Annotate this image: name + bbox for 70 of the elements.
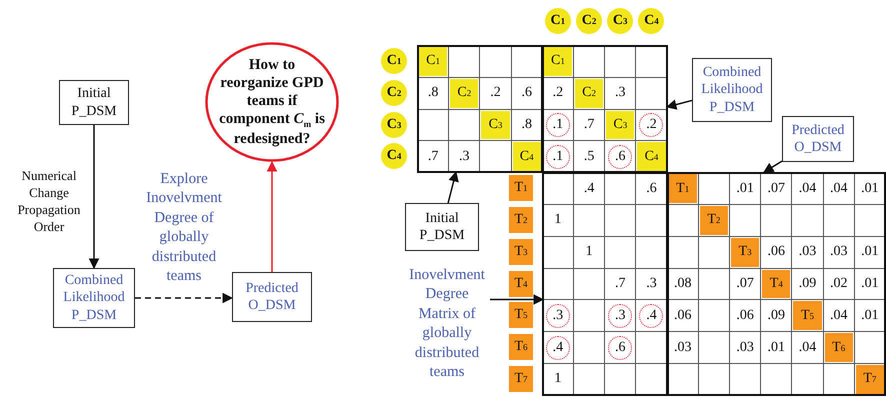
matrix-value: .02 xyxy=(830,276,848,292)
circled-value: .3 xyxy=(608,304,632,328)
matrix-value: .3 xyxy=(646,276,657,292)
callout-box: Predicted O_DSM xyxy=(782,116,854,162)
matrix-value: .09 xyxy=(798,276,816,292)
matrix-value: .03 xyxy=(830,244,848,260)
matrix-value: .04 xyxy=(798,340,816,356)
matrix-value: .07 xyxy=(768,180,786,197)
circled-value: .1 xyxy=(546,112,570,137)
matrix-value: 1 xyxy=(554,212,562,228)
circled-value: .4 xyxy=(546,336,570,360)
edge-label: Explore Inovelvment Degree of globally distributed teams xyxy=(145,172,223,284)
callout-box: Combined Likelihood P_DSM xyxy=(692,58,772,122)
matrix-value: .08 xyxy=(674,276,692,292)
circled-value: .2 xyxy=(639,112,664,137)
matrix-block xyxy=(417,45,543,174)
edge-label: Numerical Change Propagation Order xyxy=(16,167,82,236)
matrix-value: .01 xyxy=(768,340,786,356)
matrix-value: .01 xyxy=(736,180,754,197)
matrix-value: .7 xyxy=(428,148,438,165)
matrix-value: .06 xyxy=(736,308,754,324)
circled-value: .4 xyxy=(639,304,664,328)
matrix-value: .01 xyxy=(861,244,879,260)
question-ellipse: How to reorganize GPD teams if component C$_{m}$ is redesigned? xyxy=(205,42,339,162)
arrow xyxy=(135,292,234,304)
matrix-value: .5 xyxy=(584,148,594,165)
matrix-value: .7 xyxy=(584,116,594,133)
matrix-value: .04 xyxy=(798,180,816,197)
matrix-block xyxy=(542,172,668,396)
leader-line xyxy=(763,160,782,173)
circled-value: .3 xyxy=(546,304,570,328)
leader-line xyxy=(447,170,459,204)
matrix-value: .09 xyxy=(768,308,786,324)
process-box: Initial P_DSM xyxy=(59,80,129,125)
matrix-value: .2 xyxy=(552,85,564,102)
matrix-value: .06 xyxy=(674,308,692,324)
matrix-value: .04 xyxy=(830,308,848,324)
arrow xyxy=(266,160,278,272)
matrix-value: .01 xyxy=(861,276,879,292)
matrix-value: .06 xyxy=(768,244,786,260)
matrix-value: .03 xyxy=(736,340,754,356)
circled-value: .6 xyxy=(608,144,632,169)
circled-value: .1 xyxy=(546,144,570,169)
matrix-value: 1 xyxy=(586,244,593,260)
matrix-value: .8 xyxy=(521,116,532,133)
matrix-value: .7 xyxy=(615,276,626,292)
matrix-value: .01 xyxy=(861,308,879,324)
matrix-block xyxy=(666,172,886,396)
matrix-value: .2 xyxy=(490,85,501,102)
matrix-value: .3 xyxy=(615,85,626,102)
annotation-text: Inovelvment Degree Matrix of globally distributed teams xyxy=(404,262,490,386)
matrix-value: .03 xyxy=(674,340,692,356)
leader-line xyxy=(666,100,692,110)
callout-box: Initial P_DSM xyxy=(405,203,479,251)
circled-value: .6 xyxy=(608,336,632,360)
matrix-value: .8 xyxy=(428,85,438,102)
matrix-value: .01 xyxy=(861,180,879,197)
process-box: Predicted O_DSM xyxy=(232,272,312,322)
leader-line xyxy=(490,294,544,305)
matrix-value: .4 xyxy=(584,180,594,197)
matrix-value: .04 xyxy=(830,180,848,197)
matrix-value: .6 xyxy=(521,85,532,102)
matrix-value: 1 xyxy=(554,371,562,388)
matrix-value: .03 xyxy=(798,244,816,260)
matrix-value: .07 xyxy=(736,276,754,292)
matrix-block xyxy=(542,45,668,174)
arrow xyxy=(88,125,100,270)
matrix-value: .3 xyxy=(459,148,470,165)
matrix-value: .6 xyxy=(646,180,657,197)
process-box: Combined Likelihood P_DSM xyxy=(53,268,135,328)
